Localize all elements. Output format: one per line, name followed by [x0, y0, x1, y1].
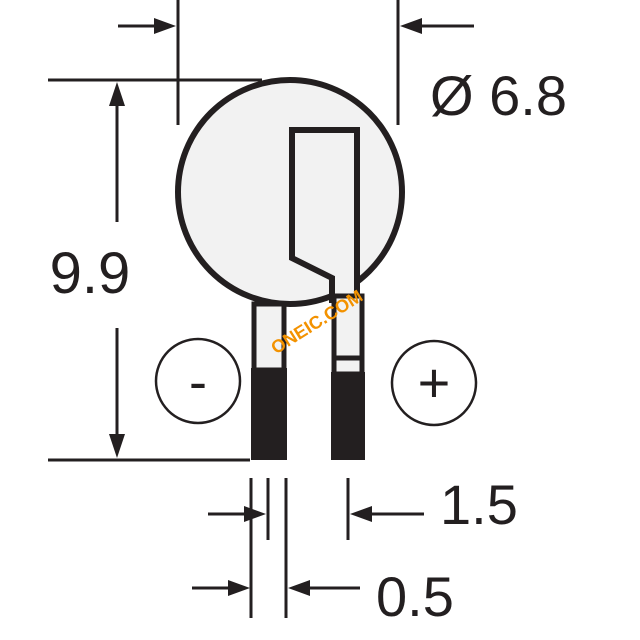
- lead-spacing-label: 1.5: [440, 473, 518, 536]
- negative-lead-lower: [251, 368, 287, 460]
- lead-thickness-arrowhead-left: [228, 580, 250, 596]
- height-arrowhead-top: [109, 82, 125, 106]
- negative-circle: [154, 337, 242, 425]
- lead-spacing-arrowhead-right: [350, 506, 372, 522]
- diameter-arrowhead-right: [400, 18, 422, 34]
- positive-lead-notch: [331, 355, 365, 377]
- lead-spacing-arrowhead-left: [244, 506, 266, 522]
- lead-spacing-dimension: [208, 478, 424, 540]
- lead-thickness-dimension: [192, 478, 360, 618]
- positive-lead-lower: [331, 372, 365, 460]
- diameter-arrowhead-left: [154, 18, 176, 34]
- battery-leads: [251, 293, 365, 460]
- diameter-label: Ø 6.8: [430, 64, 567, 127]
- negative-symbol: -: [189, 352, 207, 412]
- battery-body: [175, 77, 405, 307]
- positive-symbol: +: [418, 351, 451, 414]
- lead-thickness-arrowhead-right: [288, 580, 310, 596]
- height-label: 9.9: [50, 241, 131, 306]
- positive-lead-upper: [331, 293, 365, 361]
- lead-thickness-label: 0.5: [376, 565, 454, 628]
- polarity-marks: - +: [154, 337, 478, 427]
- height-arrowhead-bottom: [109, 434, 125, 458]
- positive-circle: [390, 339, 478, 427]
- height-dimension: [48, 78, 262, 462]
- diameter-dimension: [118, 0, 474, 125]
